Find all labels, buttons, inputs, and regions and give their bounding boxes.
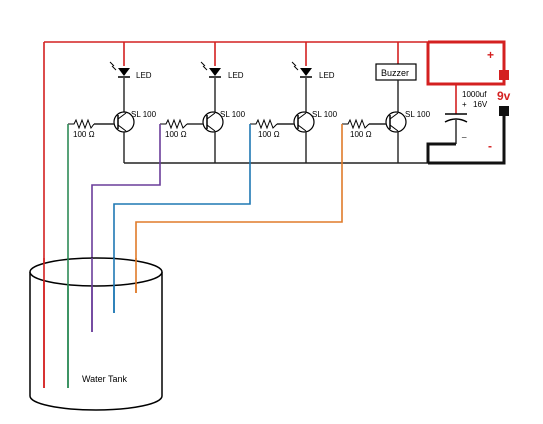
transistor-1-label: SL 100 <box>131 110 157 119</box>
resistor-1-label: 100 Ω <box>73 130 95 139</box>
led-3-label: LED <box>319 71 335 80</box>
capacitor-plus-label: + <box>462 100 467 109</box>
transistor-4: SL 100 <box>385 110 431 133</box>
water-tank: Water Tank <box>29 257 163 411</box>
capacitor-voltage: 16V <box>473 100 488 109</box>
transistor-1: SL 100 <box>113 110 157 133</box>
capacitor: 1000uf + 16V _ <box>444 84 488 144</box>
probe-3-wire <box>113 124 251 313</box>
buzzer-label: Buzzer <box>381 68 409 78</box>
probe-4-wire <box>135 124 343 293</box>
resistor-3-label: 100 Ω <box>258 130 280 139</box>
stage-1: LED SL 100 100 Ω <box>67 42 157 388</box>
led-2-label: LED <box>228 71 244 80</box>
buzzer: Buzzer <box>375 63 417 81</box>
battery-positive-wire <box>426 40 506 86</box>
probe-2-wire <box>91 124 161 332</box>
resistor-2: 100 Ω <box>160 118 188 139</box>
led-1-label: LED <box>136 71 152 80</box>
capacitor-value: 1000uf <box>462 90 487 99</box>
resistor-1: 100 Ω <box>68 118 95 139</box>
battery-plus-label: + <box>487 48 494 62</box>
battery-minus-label: - <box>488 139 492 153</box>
transistor-3-label: SL 100 <box>312 110 338 119</box>
led-2: LED <box>200 61 244 80</box>
resistor-2-label: 100 Ω <box>165 130 187 139</box>
transistor-2: SL 100 <box>202 110 246 133</box>
tank-label: Water Tank <box>82 374 128 384</box>
capacitor-minus-label: _ <box>461 129 467 138</box>
transistor-3: SL 100 <box>293 110 338 133</box>
transistor-4-label: SL 100 <box>405 110 431 119</box>
stage-3: LED SL 100 100 Ω <box>113 42 338 313</box>
stage-4: Buzzer SL 100 100 Ω <box>135 42 431 293</box>
resistor-4-label: 100 Ω <box>350 130 372 139</box>
led-3: LED <box>291 61 335 80</box>
battery-label: 9v <box>497 89 511 103</box>
resistor-3: 100 Ω <box>250 118 280 139</box>
transistor-2-label: SL 100 <box>220 110 246 119</box>
stage-2: LED SL 100 100 Ω <box>91 42 246 332</box>
led-1: LED <box>109 61 152 80</box>
resistor-4: 100 Ω <box>342 118 372 139</box>
battery-negative-wire <box>426 142 456 163</box>
battery: 9v + - <box>487 48 511 153</box>
